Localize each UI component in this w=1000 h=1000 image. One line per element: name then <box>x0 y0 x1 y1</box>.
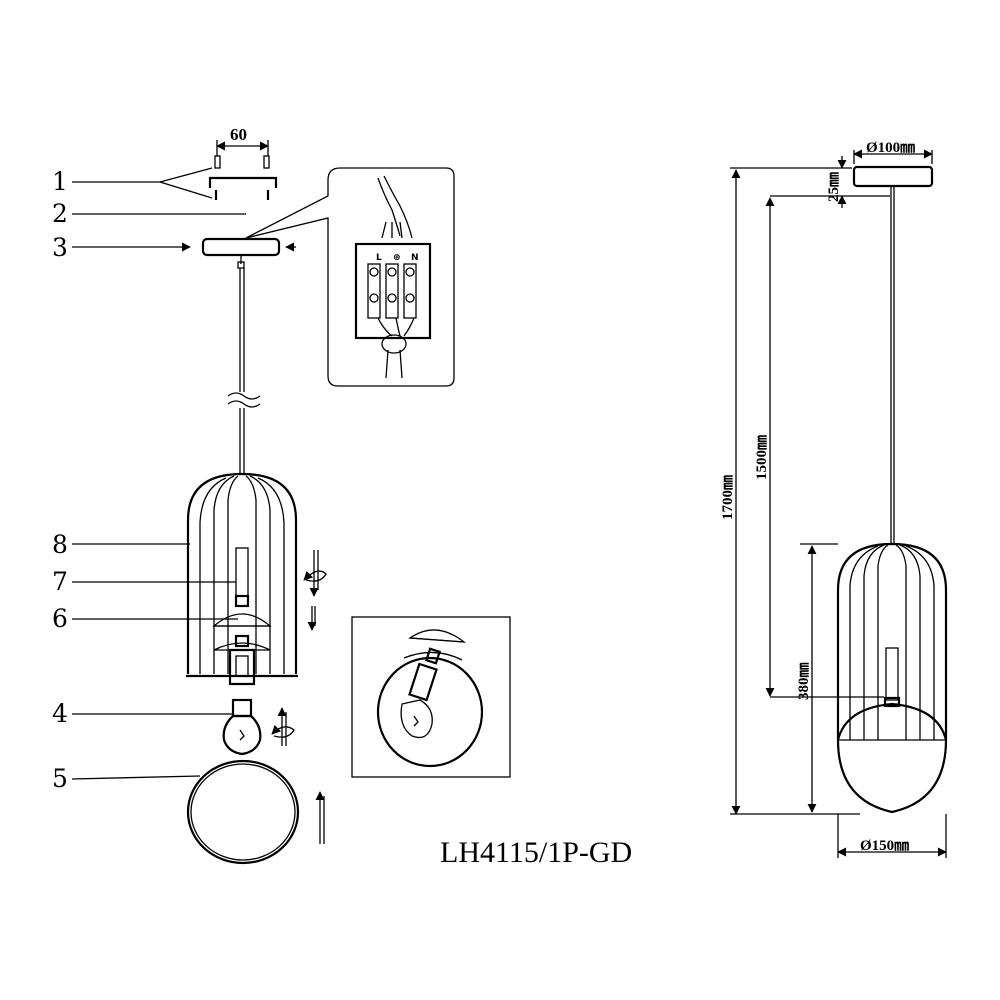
insert-arrow <box>315 791 325 844</box>
rotation-arrow-bulb <box>271 707 295 746</box>
mounting-bracket <box>208 176 278 188</box>
label-4: 4 <box>52 699 68 728</box>
rotation-arrows <box>303 550 327 631</box>
leader-lines <box>71 167 246 780</box>
screw-left <box>214 155 221 169</box>
label-1: 1 <box>52 167 68 196</box>
label-8: 8 <box>52 530 68 559</box>
terminal-neutral: N <box>411 253 419 263</box>
dimension-drawing: Ø100㎜ 25㎜ 1700㎜ 1500㎜ 380㎜ <box>720 140 948 858</box>
dim-canopy-height: 25㎜ <box>826 172 842 202</box>
canopy <box>201 237 296 269</box>
terminal-live: L <box>376 253 382 263</box>
dim-shade-diameter: Ø150㎜ <box>860 838 909 854</box>
mount-spacing: 60 <box>230 125 247 144</box>
label-5: 5 <box>52 764 68 793</box>
model-number: LH4115/1P-GD <box>440 836 632 869</box>
label-7: 7 <box>52 567 68 596</box>
label-2: 2 <box>52 199 68 228</box>
mounting-screws: 60 <box>208 125 278 200</box>
dim-cable-length: 1500㎜ <box>754 435 770 480</box>
dim-total-height: 1700㎜ <box>720 475 736 520</box>
label-6: 6 <box>52 604 68 633</box>
rod-tube <box>235 547 249 597</box>
light-bulb <box>222 698 262 756</box>
cable <box>227 268 261 474</box>
inset-detail <box>351 616 511 778</box>
dim-shade-height: 380㎜ <box>796 662 812 700</box>
screw-right <box>263 155 270 169</box>
dim-canopy-diameter: Ø100㎜ <box>866 140 915 156</box>
wiring-detail: L ⊕ N <box>245 167 455 387</box>
label-3: 3 <box>52 233 68 262</box>
terminal-earth: ⊕ <box>393 253 401 263</box>
cage-shade <box>186 472 298 678</box>
terminal-block <box>354 242 432 340</box>
part-labels: 1 2 3 4 5 6 7 8 <box>52 167 68 793</box>
glass-globe <box>186 759 300 865</box>
socket-cups <box>212 613 272 686</box>
